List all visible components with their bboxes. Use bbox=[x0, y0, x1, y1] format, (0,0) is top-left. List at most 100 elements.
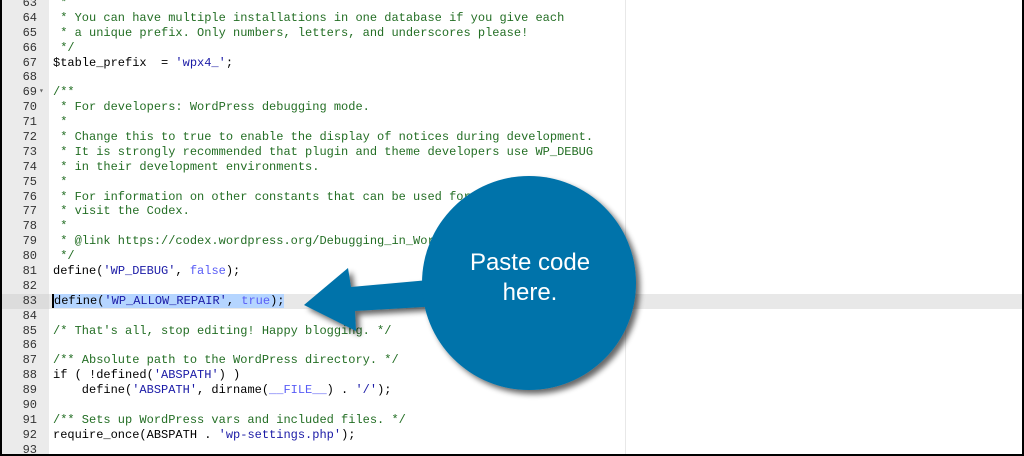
line-number: 90 bbox=[22, 398, 37, 413]
code-line[interactable]: 71 * bbox=[2, 115, 1022, 130]
line-code: * For developers: WordPress debugging mo… bbox=[53, 100, 370, 115]
string-token: '/' bbox=[355, 383, 378, 398]
code-line[interactable]: 84 bbox=[2, 309, 1022, 324]
line-code: /** Absolute path to the WordPress direc… bbox=[53, 353, 399, 368]
line-number: 77 bbox=[22, 204, 37, 219]
text-selection: define('WP_ALLOW_REPAIR', true); bbox=[52, 293, 285, 308]
code-line[interactable]: 91/** Sets up WordPress vars and include… bbox=[2, 413, 1022, 428]
code-line[interactable]: 67 $table_prefix = 'wpx4_'; bbox=[2, 56, 1022, 71]
comment-token: */ bbox=[53, 249, 75, 264]
comment-token: * bbox=[53, 0, 68, 10]
line-code: $table_prefix = 'wpx4_'; bbox=[53, 56, 233, 71]
code-line[interactable]: 89 define('ABSPATH', dirname(__FILE__) .… bbox=[2, 383, 1022, 398]
comment-token: * For information on other constants tha… bbox=[53, 189, 550, 204]
string-token: 'WP_DEBUG' bbox=[103, 264, 176, 279]
fold-toggle-icon[interactable]: ▾ bbox=[39, 87, 44, 97]
line-code: * in their development environments. bbox=[53, 160, 319, 175]
code-line[interactable]: 69▾ /** bbox=[2, 85, 1022, 100]
line-number-gutter bbox=[2, 0, 49, 454]
code-line[interactable]: 90 bbox=[2, 398, 1022, 413]
code-token: ); bbox=[225, 264, 241, 279]
code-line[interactable]: 87 /** Absolute path to the WordPress dir… bbox=[2, 353, 1022, 368]
comment-token: * bbox=[53, 219, 68, 234]
line-number: 71 bbox=[22, 115, 37, 130]
code-line[interactable]: 70 * For developers: WordPress debugging… bbox=[2, 100, 1022, 115]
code-line[interactable]: 77 * visit the Codex. bbox=[2, 204, 1022, 219]
code-line[interactable]: 64 * You can have multiple installations… bbox=[2, 11, 1022, 26]
line-number: 66 bbox=[22, 40, 37, 55]
line-code: /** Sets up WordPress vars and included … bbox=[53, 413, 406, 428]
line-code: define('WP_DEBUG', false); bbox=[53, 264, 240, 279]
line-number: 80 bbox=[22, 249, 37, 264]
line-number: 76 bbox=[22, 189, 37, 204]
comment-token: * Change this to true to enable the disp… bbox=[53, 130, 594, 145]
code-token: ); bbox=[377, 383, 392, 398]
string-token: 'WP_ALLOW_REPAIR' bbox=[104, 293, 227, 308]
code-line[interactable]: 72 * Change this to true to enable the d… bbox=[2, 130, 1022, 145]
line-code: define('WP_ALLOW_REPAIR', true); bbox=[52, 293, 285, 309]
code-token: ) . bbox=[326, 383, 356, 398]
line-number: 83 bbox=[2, 293, 49, 309]
code-line[interactable]: 63 * bbox=[2, 0, 1022, 11]
code-line[interactable]: 65 * a unique prefix. Only numbers, lett… bbox=[2, 26, 1022, 41]
code-line[interactable]: 82 bbox=[2, 279, 1022, 294]
string-token: 'ABSPATH' bbox=[132, 383, 198, 398]
line-code: /** bbox=[53, 85, 75, 100]
line-number: 75 bbox=[22, 174, 37, 189]
line-number: 87 bbox=[22, 353, 37, 368]
line-code: * It is strongly recommended that plugin… bbox=[53, 145, 593, 160]
string-token: 'wp-settings.php' bbox=[218, 427, 342, 442]
line-number: 64 bbox=[22, 10, 37, 25]
comment-token: * bbox=[53, 174, 68, 189]
line-number: 93 bbox=[22, 442, 37, 454]
line-number: 86 bbox=[22, 338, 37, 353]
code-line[interactable]: 78 * bbox=[2, 219, 1022, 234]
line-number: 67 bbox=[22, 55, 37, 70]
code-line[interactable]: 74 * in their development environments. bbox=[2, 160, 1022, 175]
comment-token: * @link https://codex.wordpress.org/Debu… bbox=[53, 234, 478, 249]
line-code: * a unique prefix. Only numbers, letters… bbox=[53, 26, 528, 41]
line-code: if ( !defined('ABSPATH') ) bbox=[53, 368, 240, 383]
line-code: * @link https://codex.wordpress.org/Debu… bbox=[53, 234, 478, 249]
line-code: * For information on other constants tha… bbox=[53, 190, 550, 205]
code-token: , bbox=[226, 293, 242, 308]
comment-token: * It is strongly recommended that plugin… bbox=[53, 144, 594, 159]
line-code: * You can have multiple installations in… bbox=[53, 11, 564, 26]
code-token: define( bbox=[53, 383, 133, 398]
comment-token: * You can have multiple installations in… bbox=[53, 10, 565, 25]
line-code: * bbox=[53, 0, 67, 11]
code-line[interactable]: 76 * For information on other constants … bbox=[2, 190, 1022, 205]
code-line[interactable]: 79 * @link https://codex.wordpress.org/D… bbox=[2, 234, 1022, 249]
code-line[interactable]: 80 */ bbox=[2, 249, 1022, 264]
code-line[interactable]: 68 bbox=[2, 70, 1022, 85]
line-code: * Change this to true to enable the disp… bbox=[53, 130, 593, 145]
code-token: ) ) bbox=[218, 368, 241, 383]
line-code: require_once(ABSPATH . 'wp-settings.php'… bbox=[53, 428, 355, 443]
code-line[interactable]: 93 bbox=[2, 443, 1022, 454]
line-number: 65 bbox=[22, 25, 37, 40]
line-code: define('ABSPATH', dirname(__FILE__) . '/… bbox=[53, 383, 392, 398]
code-token: define( bbox=[53, 264, 104, 279]
code-line[interactable]: 73 * It is strongly recommended that plu… bbox=[2, 145, 1022, 160]
code-line[interactable]: 86 bbox=[2, 338, 1022, 353]
line-number: 89 bbox=[22, 383, 37, 398]
string-token: 'wpx4_' bbox=[175, 55, 226, 70]
code-line[interactable]: 85/* That's all, stop editing! Happy blo… bbox=[2, 324, 1022, 339]
code-line[interactable]: 75 * bbox=[2, 175, 1022, 190]
line-code: /* That's all, stop editing! Happy blogg… bbox=[53, 324, 391, 339]
code-token: , dirname( bbox=[197, 383, 270, 398]
constant-token: false bbox=[189, 264, 226, 279]
code-line[interactable]: 66 */ bbox=[2, 41, 1022, 56]
code-token: $table_prefix = bbox=[53, 55, 176, 70]
line-number: 69 bbox=[22, 85, 37, 100]
comment-token: /** Sets up WordPress vars and included … bbox=[53, 412, 406, 427]
code-token: , bbox=[175, 264, 190, 279]
comment-token: */ bbox=[53, 40, 75, 55]
comment-token: /* That's all, stop editing! Happy blogg… bbox=[53, 323, 392, 338]
